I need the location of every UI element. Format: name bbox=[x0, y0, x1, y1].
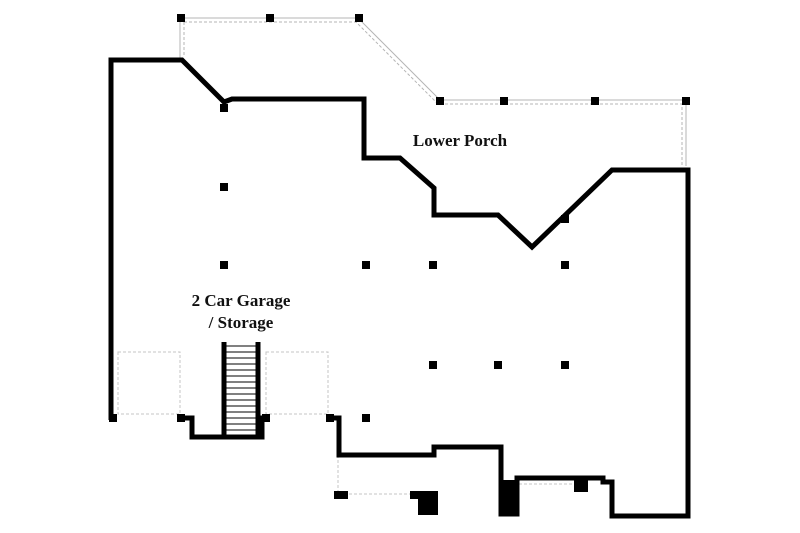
column bbox=[326, 414, 334, 422]
wall-block bbox=[574, 480, 588, 492]
wall-block bbox=[499, 480, 517, 515]
column bbox=[362, 261, 370, 269]
column bbox=[494, 361, 502, 369]
porch-post bbox=[266, 14, 274, 22]
column bbox=[177, 414, 185, 422]
column bbox=[561, 215, 569, 223]
porch-post bbox=[177, 14, 185, 22]
garage-text-line2: / Storage bbox=[208, 313, 274, 332]
garage-door-outlines bbox=[117, 351, 578, 495]
exterior-wall bbox=[108, 57, 691, 519]
staircase bbox=[226, 345, 256, 431]
column bbox=[220, 104, 228, 112]
wall-block bbox=[334, 491, 348, 499]
column bbox=[109, 414, 117, 422]
room-label-garage: 2 Car Garage / Storage bbox=[176, 290, 306, 334]
column bbox=[220, 261, 228, 269]
porch-post bbox=[682, 97, 690, 105]
room-label-lower-porch: Lower Porch bbox=[392, 130, 528, 152]
garage-door-right bbox=[265, 351, 329, 415]
garage-door-left bbox=[117, 351, 181, 415]
interior-columns bbox=[109, 104, 569, 422]
wall-block bbox=[410, 491, 420, 499]
column bbox=[561, 361, 569, 369]
lower-porch-text: Lower Porch bbox=[412, 131, 508, 150]
wall-blocks bbox=[334, 480, 588, 515]
wall-block bbox=[418, 491, 438, 515]
porch-post bbox=[355, 14, 363, 22]
column bbox=[362, 414, 370, 422]
column bbox=[262, 414, 270, 422]
porch-post bbox=[500, 97, 508, 105]
stair-walls bbox=[181, 342, 266, 440]
garage-text-line1: 2 Car Garage bbox=[191, 291, 291, 310]
column bbox=[429, 361, 437, 369]
column bbox=[429, 261, 437, 269]
porch-posts bbox=[177, 14, 690, 105]
porch-post bbox=[436, 97, 444, 105]
column bbox=[220, 183, 228, 191]
column bbox=[561, 261, 569, 269]
porch-post bbox=[591, 97, 599, 105]
